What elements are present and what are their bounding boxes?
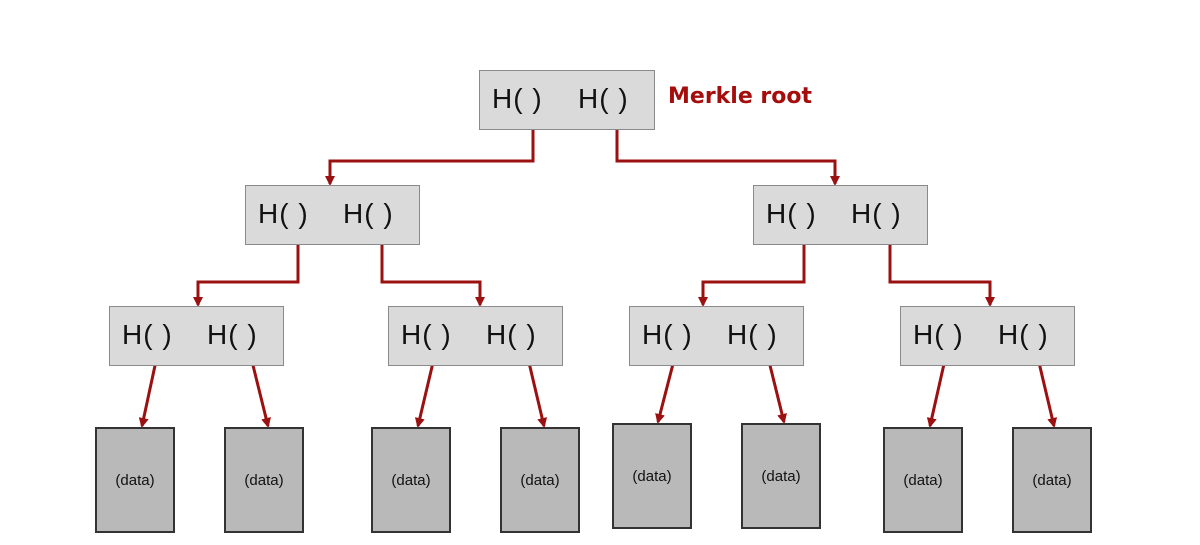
connectors <box>138 100 1058 428</box>
edge-root-left <box>325 100 535 186</box>
hash-left-label: H( ) <box>642 319 693 350</box>
merkle-root-node: H( ) H( ) <box>479 70 655 130</box>
data-label: (data) <box>903 471 943 489</box>
hash-node-level2-c: H( ) H( ) <box>629 306 804 366</box>
edge-l1a-left <box>193 214 300 307</box>
hash-node-level1-right: H( ) H( ) <box>753 185 928 245</box>
hash-left-label: H( ) <box>766 198 817 229</box>
hash-left-label: H( ) <box>492 83 543 114</box>
hash-right-label: H( ) <box>998 319 1049 350</box>
data-label: (data) <box>520 471 560 489</box>
edge-l1b-right <box>888 214 995 307</box>
hash-node-level1-left: H( ) H( ) <box>245 185 420 245</box>
merkle-root-caption: Merkle root <box>668 84 813 109</box>
data-label: (data) <box>115 471 155 489</box>
hash-node-level2-d: H( ) H( ) <box>900 306 1075 366</box>
data-block-8: (data) <box>1012 427 1092 533</box>
hash-right-label: H( ) <box>343 198 394 229</box>
hash-left-label: H( ) <box>401 319 452 350</box>
data-label: (data) <box>244 471 284 489</box>
data-block-5: (data) <box>612 423 692 529</box>
hash-right-label: H( ) <box>851 198 902 229</box>
data-label: (data) <box>391 471 431 489</box>
hash-right-label: H( ) <box>486 319 537 350</box>
data-block-1: (data) <box>95 427 175 533</box>
edge-root-right <box>615 100 840 186</box>
data-block-2: (data) <box>224 427 304 533</box>
hash-right-label: H( ) <box>727 319 778 350</box>
hash-node-level2-b: H( ) H( ) <box>388 306 563 366</box>
hash-left-label: H( ) <box>913 319 964 350</box>
hash-right-label: H( ) <box>578 83 629 114</box>
hash-node-level2-a: H( ) H( ) <box>109 306 284 366</box>
hash-left-label: H( ) <box>122 319 173 350</box>
data-label: (data) <box>761 467 801 485</box>
data-label: (data) <box>1032 471 1072 489</box>
data-block-3: (data) <box>371 427 451 533</box>
data-block-6: (data) <box>741 423 821 529</box>
hash-left-label: H( ) <box>258 198 309 229</box>
data-block-7: (data) <box>883 427 963 533</box>
data-block-4: (data) <box>500 427 580 533</box>
hash-right-label: H( ) <box>207 319 258 350</box>
data-label: (data) <box>632 467 672 485</box>
edge-l1b-left <box>698 214 806 307</box>
edge-l1a-right <box>380 214 485 307</box>
